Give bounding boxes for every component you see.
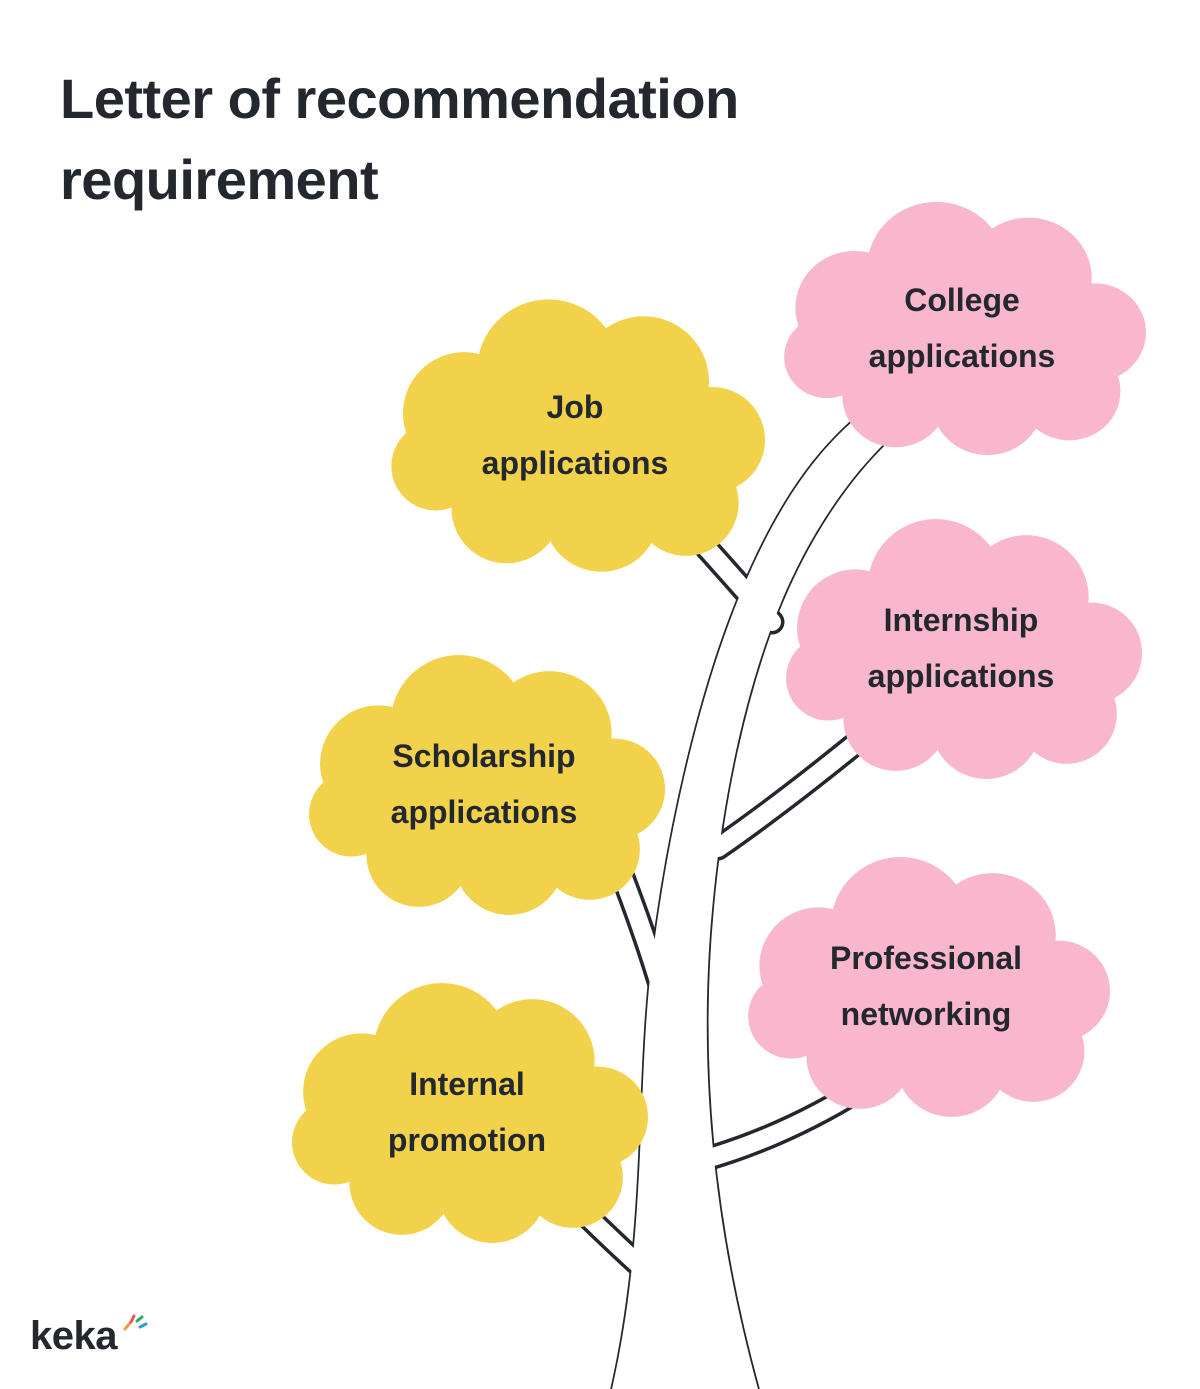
page-title: Letter of recommendation requirement <box>60 58 739 220</box>
cloud-professional-networking: Professional networking <box>742 850 1110 1122</box>
cloud-label: Professional networking <box>742 850 1110 1122</box>
cloud-label-line2: applications <box>867 658 1055 694</box>
cloud-label: Job applications <box>385 292 765 577</box>
cloud-label-line2: applications <box>390 794 578 830</box>
keka-logo: keka <box>30 1312 149 1356</box>
cloud-label-line1: College <box>904 281 1020 318</box>
cloud-label-line1: Professional <box>829 940 1023 976</box>
cloud-label: Internship applications <box>780 512 1142 784</box>
cloud-label: College applications <box>778 195 1146 460</box>
cloud-label-line1: Scholarship <box>392 738 576 774</box>
cloud-internship-applications: Internship applications <box>780 512 1142 784</box>
keka-logo-text: keka <box>30 1314 117 1358</box>
cloud-label: Internal promotion <box>286 976 648 1248</box>
keka-spark-icon <box>123 1314 148 1331</box>
cloud-job-applications: Job applications <box>385 292 765 577</box>
cloud-label-line1: Internship <box>883 602 1039 638</box>
cloud-label-line2: applications <box>481 444 669 481</box>
cloud-label-line2: promotion <box>387 1122 547 1158</box>
cloud-label: Scholarship applications <box>303 648 665 920</box>
cloud-internal-promotion: Internal promotion <box>286 976 648 1248</box>
cloud-label-line2: applications <box>868 337 1056 374</box>
page-title-line1: Letter of recommendation <box>60 67 739 130</box>
cloud-label-line1: Job <box>546 388 604 425</box>
cloud-scholarship-applications: Scholarship applications <box>303 648 665 920</box>
cloud-label-line1: Internal <box>409 1066 525 1102</box>
cloud-label-line2: networking <box>840 996 1012 1032</box>
page-title-line2: requirement <box>60 148 379 212</box>
cloud-college-applications: College applications <box>778 195 1146 460</box>
